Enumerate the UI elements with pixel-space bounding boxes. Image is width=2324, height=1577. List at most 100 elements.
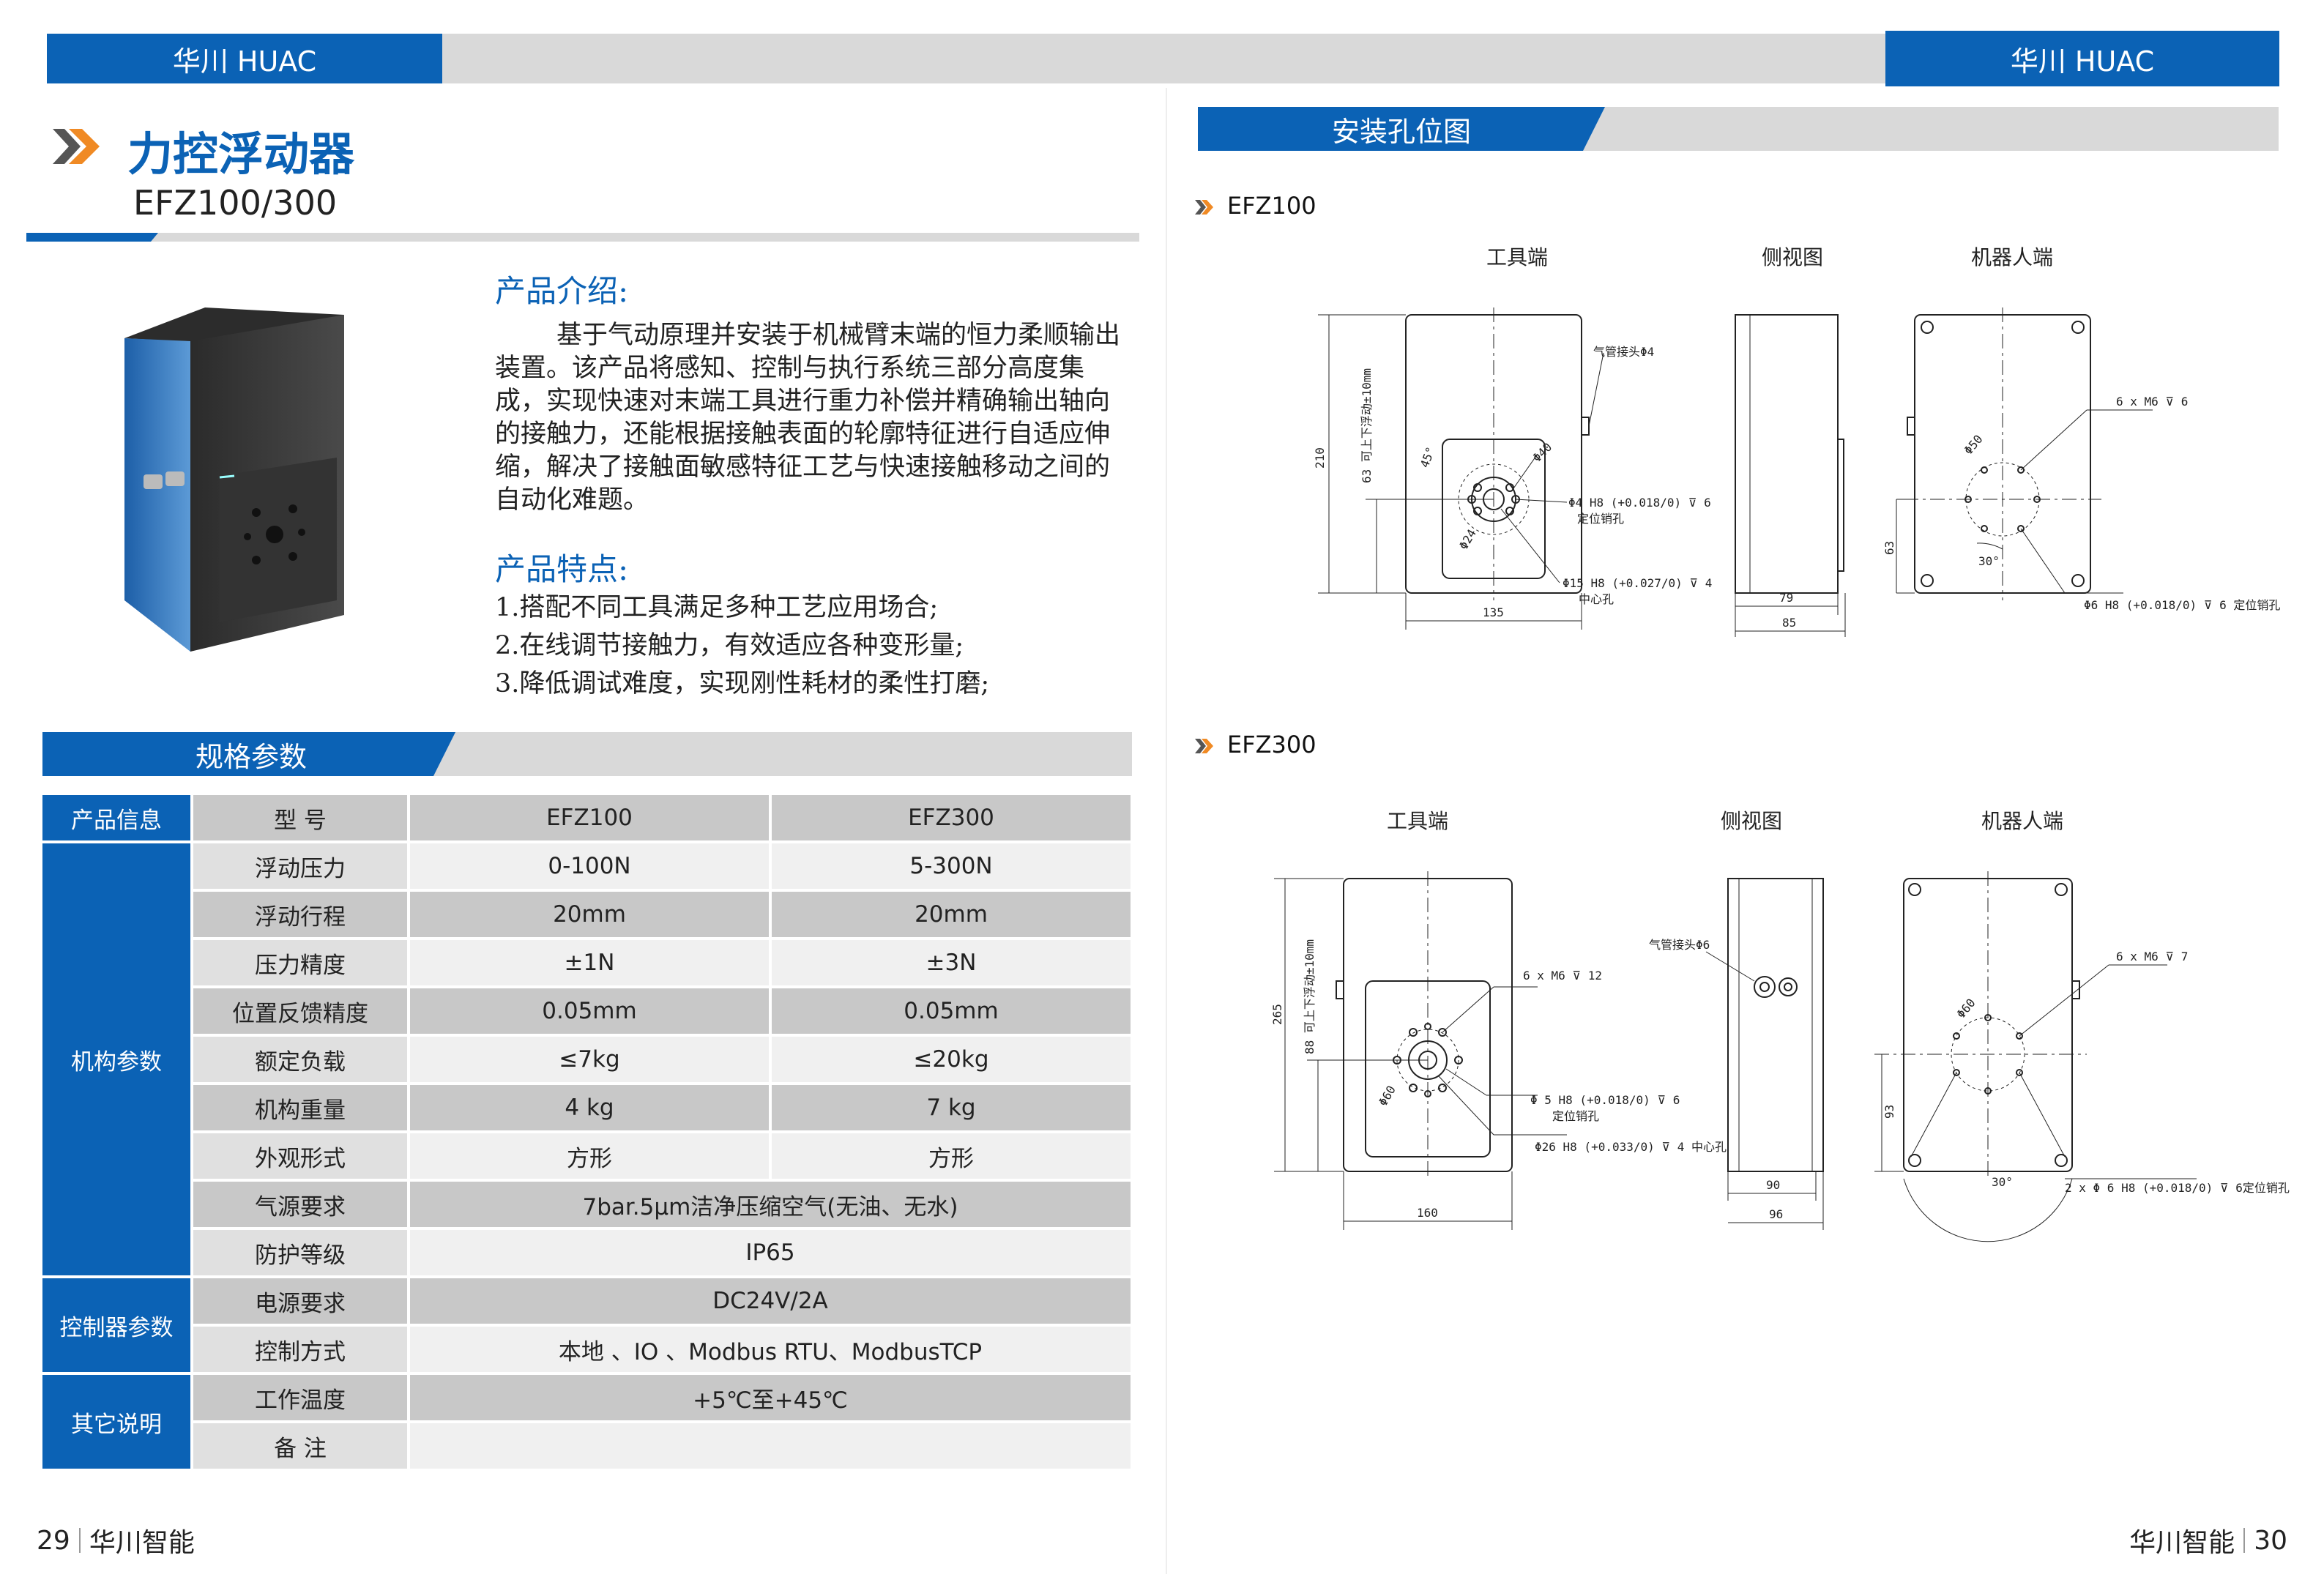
efz100-dim-robot-height: 63: [1882, 541, 1896, 555]
efz300-dim-side-inner: 90: [1766, 1178, 1780, 1192]
efz300-dim-robot-pin: 2 x Φ 6 H8 (+0.018/0) ⊽ 6定位销孔: [2065, 1181, 2290, 1195]
spec-value-efz100: ±1N: [410, 940, 769, 985]
table-row: 浮动行程 20mm 20mm: [42, 892, 1131, 937]
install-heading: 安装孔位图: [1331, 115, 1471, 148]
spec-value-efz100: ≤7kg: [410, 1037, 769, 1082]
efz300-dim-angle30: 30°: [1992, 1175, 2013, 1189]
spec-table: 产品信息 型 号 EFZ100 EFZ300 机构参数 浮动压力 0-100N …: [40, 792, 1133, 1472]
product-title: 力控浮动器: [127, 127, 355, 181]
feature-item: 1.搭配不同工具满足多种工艺应用场合;: [495, 593, 939, 622]
spec-label: 压力精度: [193, 940, 407, 985]
spec-label: 额定负载: [193, 1037, 407, 1082]
table-row: 其它说明 工作温度 +5℃至+45℃: [42, 1375, 1131, 1469]
product-image: [124, 307, 344, 652]
table-row: 控制方式 本地 、IO 、Modbus RTU、ModbusTCP: [42, 1327, 1131, 1372]
efz100-dim-width: 135: [1483, 605, 1504, 619]
features-heading: 产品特点:: [495, 551, 629, 587]
spec-label: 防护等级: [193, 1230, 407, 1275]
spec-label: 外观形式: [193, 1133, 407, 1179]
efz100-drawing: 210 63 可上下浮动±10mm 135 气管接头Φ4 Φ40 45° Φ24…: [1313, 307, 2280, 637]
efz100-dim-pin: Φ4 H8 (+0.018/0) ⊽ 6: [1568, 496, 1711, 510]
page-divider: [1166, 88, 1167, 1574]
efz100-view-robot: 机器人端: [1971, 245, 2054, 269]
spec-label: 机构重量: [193, 1085, 407, 1130]
efz100-dim-angle30: 30°: [1978, 554, 2000, 568]
table-row: 气源要求 7bar.5μm洁净压缩空气(无油、无水): [42, 1182, 1131, 1227]
product-model: EFZ100/300: [133, 183, 338, 223]
spec-category: 控制器参数: [42, 1278, 190, 1372]
spec-label: 电源要求: [193, 1278, 407, 1324]
efz300-dim-side-outer: 96: [1769, 1207, 1783, 1221]
spec-label: 型 号: [193, 795, 407, 840]
footer-left: 29 华川智能: [37, 1521, 195, 1559]
table-row: 机构重量 4 kg 7 kg: [42, 1085, 1131, 1130]
chevron-arrow-icon: [53, 129, 100, 164]
efz300-dim-d60: Φ60: [1376, 1083, 1399, 1108]
spec-category: 其它说明: [42, 1375, 190, 1469]
efz100-dim-side-inner: 79: [1779, 591, 1793, 605]
spec-value-efz300: 20mm: [771, 892, 1131, 937]
brand-tab-left: 华川 HUAC: [47, 34, 442, 83]
spec-value-merged: DC24V/2A: [410, 1278, 1131, 1324]
footer-separator: [2243, 1528, 2246, 1553]
efz100-dim-side-outer: 85: [1782, 616, 1796, 630]
table-row: 控制器参数 电源要求 DC24V/2A: [42, 1278, 1131, 1372]
spec-value-efz100: 0-100N: [410, 843, 769, 889]
efz300-dim-height: 265: [1270, 1004, 1284, 1025]
page-number-left: 29: [37, 1525, 70, 1556]
brand-tab-right: 华川 HUAC: [1885, 31, 2279, 86]
spec-value-merged: [410, 1423, 1131, 1469]
footer-right: 华川智能 30: [2129, 1521, 2287, 1559]
spec-value-efz300: ≤20kg: [771, 1037, 1131, 1082]
spec-value-efz100: 4 kg: [410, 1085, 769, 1130]
title-underline-gray: [26, 233, 1139, 242]
efz300-view-tool: 工具端: [1387, 809, 1449, 833]
install-heading-tab-shape: [1198, 107, 1605, 151]
efz300-drawing: 265 88 可上下浮动±10mm 160 气管接头Φ6 6 x M6 ⊽ 12…: [1270, 871, 2290, 1242]
efz100-dim-center-label: 中心孔: [1579, 592, 1614, 606]
table-row: 额定负载 ≤7kg ≤20kg: [42, 1037, 1131, 1082]
spec-value-efz300: 0.05mm: [771, 988, 1131, 1034]
footer-brand-left: 华川智能: [89, 1528, 195, 1558]
footer-separator: [78, 1528, 81, 1553]
efz300-dim-robot-height: 93: [1882, 1105, 1896, 1119]
spec-label: 气源要求: [193, 1182, 407, 1227]
feature-item: 2.在线调节接触力，有效适应各种变形量;: [495, 631, 964, 660]
efz100-dim-height: 210: [1313, 447, 1327, 469]
spec-value-efz300: EFZ300: [771, 795, 1131, 840]
spec-value-merged: 7bar.5μm洁净压缩空气(无油、无水): [410, 1182, 1131, 1227]
efz300-dim-m6: 6 x M6 ⊽ 12: [1523, 969, 1602, 983]
spec-value-efz100: 方形: [410, 1133, 769, 1179]
efz300-view-robot: 机器人端: [1981, 809, 2064, 833]
efz100-view-tool: 工具端: [1486, 245, 1549, 269]
spec-value-efz300: 方形: [771, 1133, 1131, 1179]
spec-value-efz300: ±3N: [771, 940, 1131, 985]
efz300-dim-robot-d60: Φ60: [1954, 996, 1978, 1021]
spec-value-efz300: 5-300N: [771, 843, 1131, 889]
efz100-dim-d50: Φ50: [1962, 432, 1986, 457]
spec-heading: 规格参数: [195, 740, 307, 773]
spec-value-merged: +5℃至+45℃: [410, 1375, 1131, 1420]
spec-label: 浮动行程: [193, 892, 407, 937]
spec-category: 机构参数: [42, 843, 190, 1275]
feature-item: 3.降低调试难度，实现刚性耗材的柔性打磨;: [495, 669, 990, 698]
intro-heading: 产品介绍:: [495, 273, 629, 309]
efz300-dim-air: 气管接头Φ6: [1649, 938, 1710, 952]
spec-label: 位置反馈精度: [193, 988, 407, 1034]
efz300-dim-robot-m6: 6 x M6 ⊽ 7: [2116, 950, 2188, 963]
table-row: 位置反馈精度 0.05mm 0.05mm: [42, 988, 1131, 1034]
intro-text: 基于气动原理并安装于机械臂末端的恒力柔顺输出装置。该产品将感知、控制与执行系统三…: [495, 321, 1121, 515]
footer-brand-right: 华川智能: [2129, 1528, 2235, 1558]
spec-label: 浮动压力: [193, 843, 407, 889]
spec-value-merged: 本地 、IO 、Modbus RTU、ModbusTCP: [410, 1327, 1131, 1372]
efz100-dim-m6: 6 x M6 ⊽ 6: [2116, 395, 2188, 409]
title-underline-blue: [26, 233, 158, 242]
spec-value-merged: IP65: [410, 1230, 1131, 1275]
efz100-dim-pin-label: 定位销孔: [1577, 512, 1624, 526]
spec-value-efz100: EFZ100: [410, 795, 769, 840]
efz300-view-side: 侧视图: [1721, 809, 1783, 833]
orange-chevron-icon: [1195, 200, 1213, 215]
efz300-dim-float: 88 可上下浮动±10mm: [1303, 939, 1316, 1054]
orange-chevron-icon: [1195, 739, 1213, 753]
table-row: 机构参数 浮动压力 0-100N 5-300N: [42, 843, 1131, 1275]
